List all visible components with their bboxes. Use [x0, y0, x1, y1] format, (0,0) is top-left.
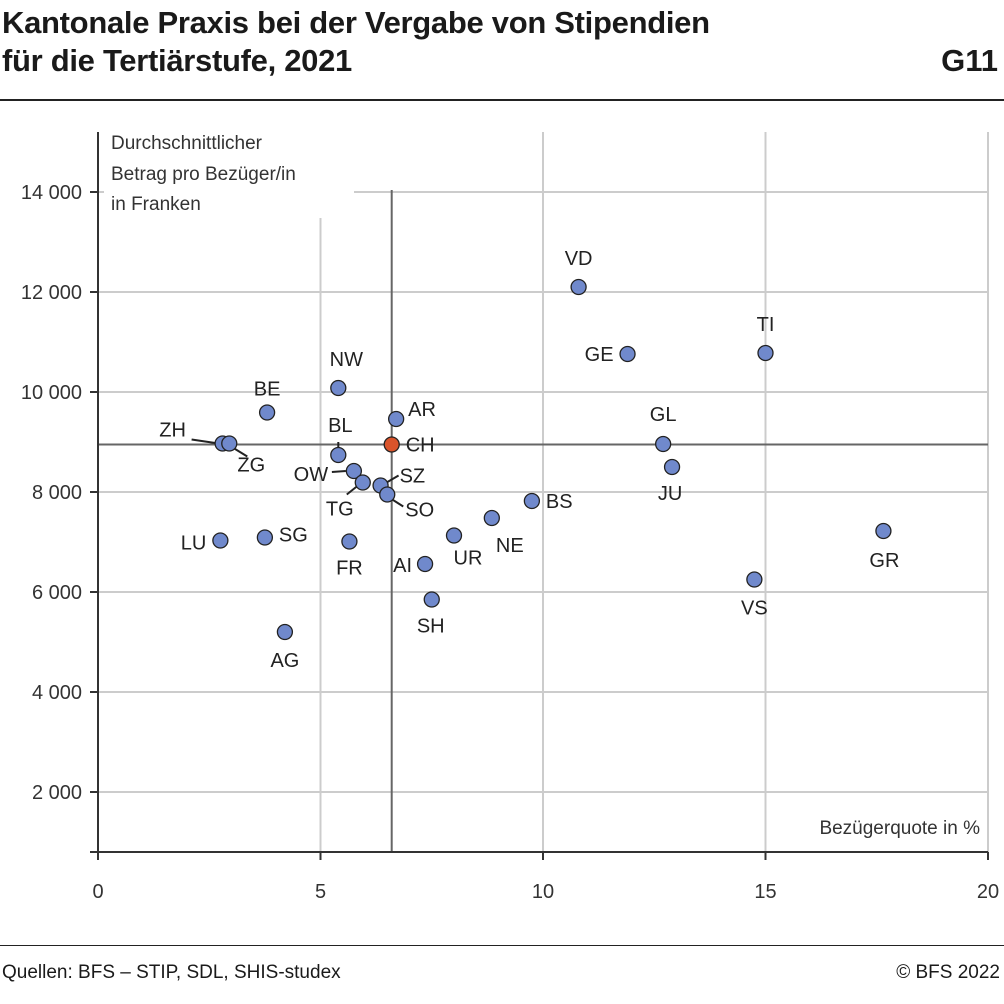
y-tick-label: 10 000: [21, 382, 82, 404]
data-point-gl: [655, 435, 672, 453]
leader-line-zg: [233, 447, 248, 458]
data-point-ar: [387, 410, 405, 428]
data-point-vd: [570, 278, 587, 296]
point-label-bl: BL: [328, 415, 352, 437]
grid-lines: [98, 132, 989, 852]
data-point-bs: [523, 492, 541, 510]
leader-lines: [191, 438, 404, 508]
data-point-sg: [256, 529, 274, 546]
footer-sources: Quellen: BFS – STIP, SDL, SHIS-studex: [2, 962, 341, 983]
ylabel-line2: Betrag pro Bezüger/in: [111, 164, 296, 185]
ylabel-background: [104, 126, 354, 218]
chart-title-line2: für die Tertiärstufe, 2021: [2, 43, 352, 78]
data-point-ti: [757, 344, 774, 362]
point-label-gl: GL: [650, 404, 677, 426]
point-label-zh: ZH: [159, 420, 186, 442]
point-label-tg: TG: [326, 499, 354, 521]
point-label-sg: SG: [279, 525, 308, 547]
x-tick-label: 5: [315, 881, 326, 903]
data-point-ju: [663, 458, 681, 476]
data-point-fr: [341, 533, 358, 550]
point-label-fr: FR: [336, 558, 363, 580]
point-label-ch: CH: [406, 435, 435, 457]
data-point-ne: [483, 509, 500, 527]
data-point-be: [258, 404, 276, 421]
data-points: [212, 278, 892, 641]
chart-title: Kantonale Praxis bei der Vergabe von Sti…: [2, 4, 710, 80]
xlabel: Bezügerquote in %: [819, 818, 980, 839]
y-tick-label: 12 000: [21, 282, 82, 304]
leader-line-zh: [191, 438, 219, 445]
y-tick-label: 4 000: [32, 682, 82, 704]
y-tick-label: 6 000: [32, 582, 82, 604]
point-labels: VD TI GE NW BE AR ZH ZG CH GL BL JU OW TG SZ SO BS NE GR UR…: [159, 248, 899, 672]
leader-line-ow: [331, 470, 346, 473]
leader-line-sz: [386, 474, 400, 484]
data-point-ag: [276, 623, 294, 641]
x-tick-label: 20: [977, 881, 999, 903]
ylabel-line1: Durchschnittlicher: [111, 133, 263, 154]
x-tick-label: 0: [92, 881, 103, 903]
data-point-gr: [875, 522, 892, 540]
point-label-gr: GR: [869, 550, 899, 572]
point-label-vs: VS: [741, 598, 768, 620]
chart-id: G11: [941, 43, 998, 78]
y-tick-label: 8 000: [32, 482, 82, 504]
point-label-ur: UR: [454, 548, 483, 570]
axes: [90, 132, 989, 860]
point-label-nw: NW: [330, 349, 363, 371]
point-label-ti: TI: [757, 314, 775, 336]
reference-lines: [98, 190, 988, 852]
data-point-ai: [416, 555, 434, 573]
bottom-rule: [0, 945, 1004, 946]
point-label-so: SO: [405, 500, 434, 522]
data-point-so: [379, 486, 396, 503]
data-point-zg: [221, 435, 238, 452]
tick-labels: 2 000 4 000 6 000 8 000 10 000 12 000 14 000 0 5…: [21, 182, 999, 903]
point-label-ju: JU: [658, 483, 682, 505]
y-tick-label: 2 000: [32, 782, 82, 804]
point-label-ge: GE: [585, 344, 614, 366]
data-point-ch: [383, 436, 400, 453]
ylabel-line3: in Franken: [111, 194, 201, 215]
xlabel-background: [772, 812, 982, 840]
point-label-vd: VD: [565, 248, 593, 270]
data-point-ur: [445, 527, 463, 544]
point-label-ag: AG: [270, 650, 299, 672]
data-point-vs: [746, 571, 763, 588]
data-point-lu: [212, 532, 229, 549]
data-point-bl: [330, 446, 347, 464]
data-point-tg: [354, 474, 371, 491]
data-point-nw: [330, 379, 347, 397]
x-tick-label: 10: [532, 881, 554, 903]
leader-line-so: [391, 498, 404, 508]
data-point-sh: [423, 591, 440, 608]
point-label-ow: OW: [294, 464, 329, 486]
axis-titles: Durchschnittlicher Betrag pro Bezüger/in…: [104, 126, 982, 840]
top-rule: [0, 99, 1004, 101]
data-point-ge: [619, 345, 636, 363]
point-label-ar: AR: [408, 399, 436, 421]
point-label-bs: BS: [546, 491, 573, 513]
footer-copyright: © BFS 2022: [896, 962, 1000, 983]
leader-line-tg: [346, 485, 358, 496]
point-label-zg: ZG: [237, 455, 265, 477]
point-label-sh: SH: [417, 616, 445, 638]
point-label-be: BE: [254, 379, 281, 401]
point-label-ne: NE: [496, 535, 524, 557]
x-tick-label: 15: [754, 881, 776, 903]
y-tick-label: 14 000: [21, 182, 82, 204]
chart-title-line1: Kantonale Praxis bei der Vergabe von Sti…: [2, 5, 710, 40]
point-label-sz: SZ: [400, 466, 426, 488]
point-label-lu: LU: [181, 533, 207, 555]
point-label-ai: AI: [393, 555, 412, 577]
data-point-ow: [345, 462, 363, 480]
